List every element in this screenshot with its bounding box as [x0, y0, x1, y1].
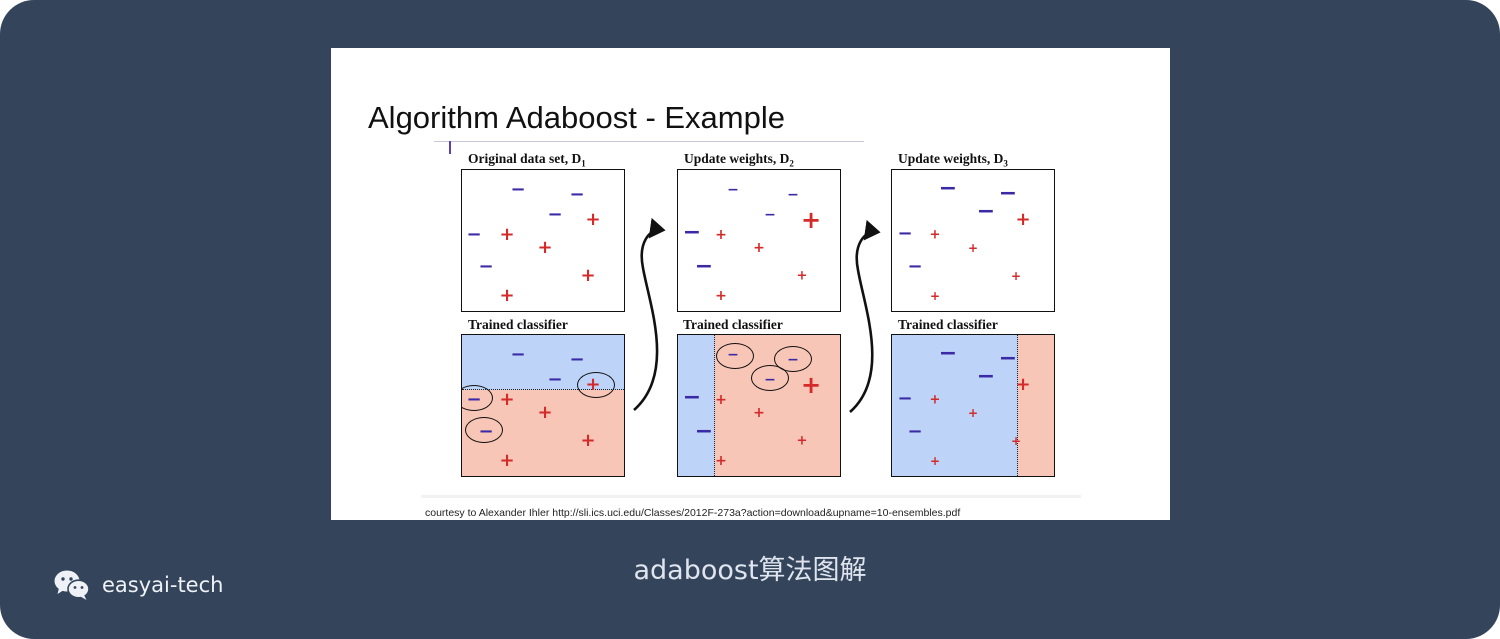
arrow-to-d2: [633, 217, 666, 411]
minus-point: −: [466, 224, 482, 245]
dataset-box-d2: −−−+−++−++: [677, 169, 841, 312]
brand-name: easyai-tech: [102, 573, 224, 597]
plus-point: +: [929, 227, 941, 243]
misclassified-circle: [751, 365, 789, 391]
minus-point: −: [907, 421, 923, 442]
plus-point: +: [580, 265, 596, 286]
panel-2-label: Update weights, D2: [684, 151, 794, 169]
panel-1-label-text: Original data set, D: [468, 151, 582, 166]
minus-point: −: [976, 199, 996, 224]
minus-point: −: [897, 388, 913, 409]
minus-point: −: [764, 207, 776, 223]
plus-point: +: [499, 450, 515, 471]
panel-2-label-text: Update weights, D: [684, 151, 790, 166]
plus-point: +: [499, 389, 515, 410]
plus-point: +: [929, 392, 941, 408]
minus-point: −: [694, 254, 714, 279]
plus-point: +: [715, 288, 727, 304]
minus-point: −: [727, 182, 739, 198]
minus-point: −: [510, 344, 526, 365]
title-underline: [434, 141, 864, 142]
classifier-2-label: Trained classifier: [683, 317, 783, 332]
plus-point: +: [1010, 434, 1022, 448]
image-caption: adaboost算法图解: [633, 555, 867, 586]
flow-arrows: [633, 217, 881, 413]
plus-point: +: [753, 240, 765, 256]
title-tick-mark: [449, 141, 451, 154]
panel-3-label: Update weights, D3: [898, 151, 1008, 169]
minus-point: −: [510, 179, 526, 200]
positive-region: [1018, 335, 1054, 476]
plus-point: +: [800, 206, 822, 234]
plus-point: +: [537, 402, 553, 423]
misclassified-circle: [577, 372, 615, 398]
dataset-box-d1: −−−+−++−++: [461, 169, 625, 312]
negative-region: [678, 335, 715, 476]
courtesy-note: courtesy to Alexander Ihler http://sli.i…: [425, 507, 961, 519]
plus-point: +: [499, 224, 515, 245]
minus-point: −: [998, 181, 1018, 206]
dataset-box-d3: −−−+−++−++: [891, 169, 1055, 312]
classifier-3-label: Trained classifier: [898, 317, 998, 332]
panel-3-label-text: Update weights, D: [898, 151, 1004, 166]
panel-1-label-subscript: 1: [581, 158, 586, 169]
slide-footer-rule: [421, 495, 1081, 498]
plus-point: +: [1010, 269, 1022, 283]
plus-point: +: [796, 268, 808, 284]
misclassified-circle: [462, 385, 493, 411]
panel-3-label-subscript: 3: [1003, 158, 1008, 169]
minus-point: −: [998, 346, 1018, 371]
decision-boundary: [1017, 335, 1018, 476]
minus-point: −: [897, 223, 913, 244]
plus-point: +: [1015, 209, 1031, 230]
misclassified-circle: [465, 417, 503, 443]
misclassified-circle: [716, 343, 754, 369]
classifier-1-label: Trained classifier: [468, 317, 568, 332]
minus-point: −: [547, 204, 563, 225]
plus-point: +: [796, 433, 808, 449]
misclassified-circle: [774, 346, 812, 372]
minus-point: −: [682, 220, 702, 245]
minus-point: −: [569, 184, 585, 205]
plus-point: +: [537, 237, 553, 258]
slide-title: Algorithm Adaboost - Example: [368, 100, 785, 135]
minus-point: −: [547, 369, 563, 390]
plus-point: +: [585, 209, 601, 230]
arrow-to-d3: [849, 219, 881, 413]
plus-point: +: [967, 406, 979, 420]
plus-point: +: [715, 392, 727, 408]
plus-point: +: [929, 289, 941, 303]
classifier-box-2: −−−+−++−++: [677, 334, 841, 477]
minus-point: −: [569, 349, 585, 370]
minus-point: −: [682, 385, 702, 410]
plus-point: +: [580, 430, 596, 451]
panel-1-label: Original data set, D1: [468, 151, 586, 169]
plus-point: +: [967, 241, 979, 255]
slide-image: Algorithm Adaboost - Example Original da…: [331, 48, 1170, 520]
classifier-box-1: −−−+−++−++: [461, 334, 625, 477]
plus-point: +: [929, 454, 941, 468]
minus-point: −: [694, 419, 714, 444]
plus-point: +: [1015, 374, 1031, 395]
minus-point: −: [938, 176, 958, 201]
decision-boundary: [462, 389, 624, 390]
minus-point: −: [907, 256, 923, 277]
plus-point: +: [715, 453, 727, 469]
minus-point: −: [976, 364, 996, 389]
plus-point: +: [715, 227, 727, 243]
wechat-icon: [54, 570, 90, 600]
classifier-box-3: −−−+−++−++: [891, 334, 1055, 477]
panel-2-label-subscript: 2: [789, 158, 794, 169]
brand: easyai-tech: [54, 569, 223, 601]
plus-point: +: [753, 405, 765, 421]
minus-point: −: [938, 341, 958, 366]
plus-point: +: [800, 371, 822, 399]
minus-point: −: [787, 187, 799, 203]
minus-point: −: [478, 256, 494, 277]
plus-point: +: [499, 285, 515, 306]
decision-boundary: [714, 335, 715, 476]
negative-region: [892, 335, 1018, 476]
